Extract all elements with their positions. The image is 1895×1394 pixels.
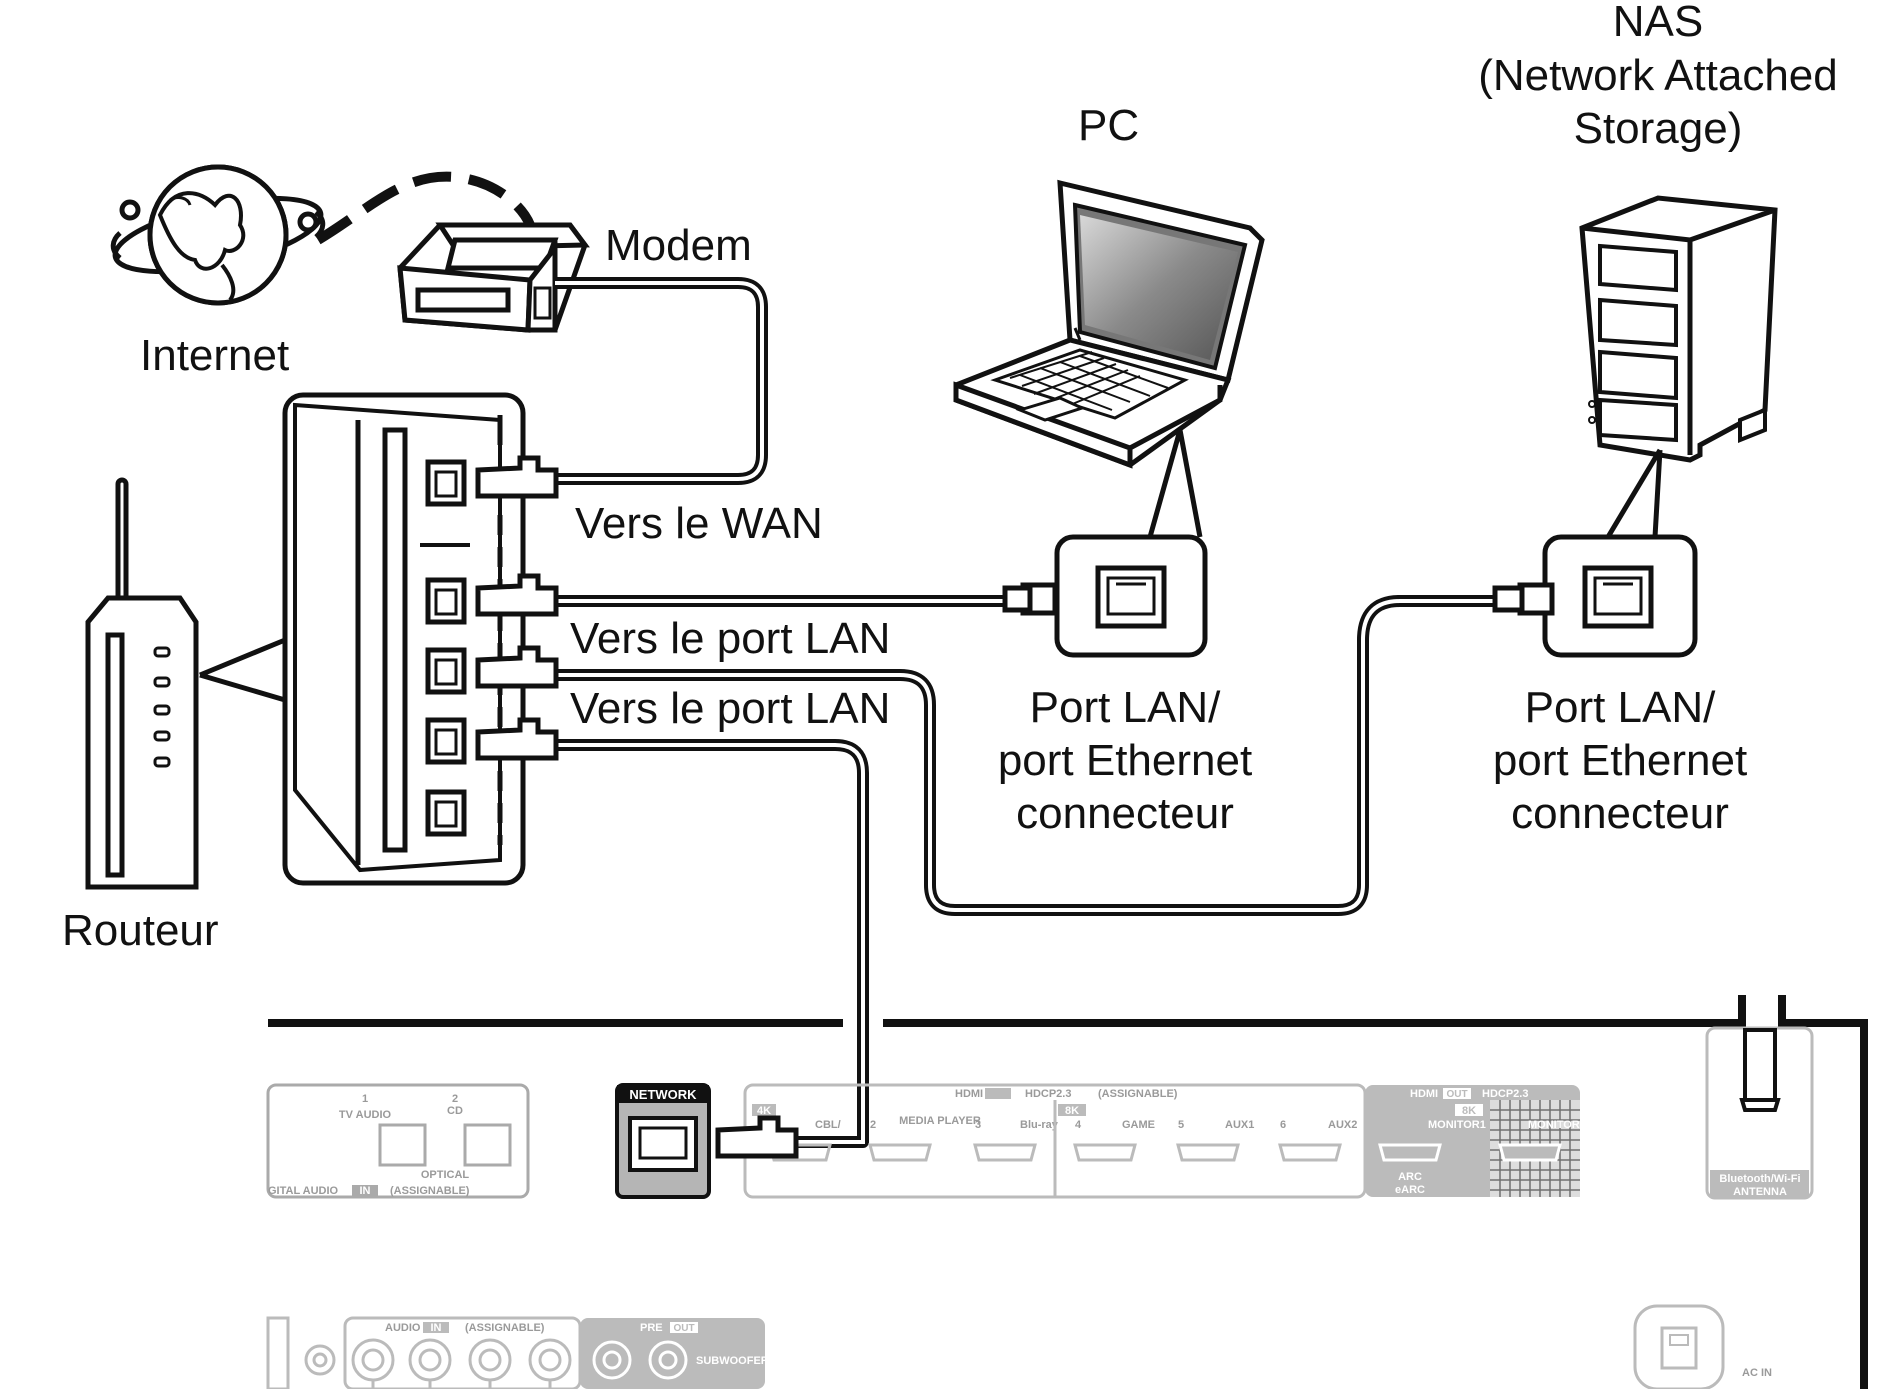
router-ports	[425, 459, 467, 837]
svg-text:OPTICAL: OPTICAL	[421, 1169, 470, 1181]
nas-label-2: (Network Attached	[1478, 51, 1838, 100]
svg-text:8K: 8K	[1065, 1105, 1079, 1117]
internet-globe-icon	[110, 164, 326, 306]
svg-text:HDMI: HDMI	[955, 1088, 983, 1100]
lan2-label: Vers le port LAN	[570, 684, 890, 733]
svg-text:eARC: eARC	[1395, 1184, 1425, 1196]
svg-text:(ASSIGNABLE): (ASSIGNABLE)	[390, 1185, 470, 1197]
svg-text:ARC: ARC	[1398, 1171, 1422, 1183]
svg-text:MONITOR2: MONITOR2	[1528, 1119, 1586, 1131]
nas-port-label-2: port Ethernet	[1493, 736, 1747, 785]
svg-text:2: 2	[870, 1119, 876, 1131]
receiver-network-plug	[715, 1115, 799, 1159]
router-label: Routeur	[62, 906, 219, 955]
svg-text:2: 2	[452, 1093, 458, 1105]
nas-lan-port-callout	[1492, 448, 1698, 658]
svg-text:1: 1	[362, 1093, 368, 1105]
svg-text:4: 4	[1075, 1119, 1082, 1131]
pc-port-label-3: connecteur	[1016, 789, 1234, 838]
pc-port-label-2: port Ethernet	[998, 736, 1252, 785]
svg-text:PRE: PRE	[640, 1322, 663, 1334]
svg-text:ANTENNA: ANTENNA	[1733, 1186, 1787, 1198]
svg-text:IN: IN	[360, 1185, 371, 1197]
router-icon	[85, 477, 199, 890]
svg-text:MEDIA PLAYER: MEDIA PLAYER	[899, 1115, 981, 1127]
svg-text:6: 6	[1280, 1119, 1286, 1131]
svg-text:GITAL AUDIO: GITAL AUDIO	[268, 1185, 339, 1197]
pc-port-label-1: Port LAN/	[1030, 683, 1222, 732]
laptop-icon	[953, 179, 1265, 469]
wan-label: Vers le WAN	[575, 499, 823, 548]
svg-text:OUT: OUT	[1446, 1089, 1467, 1100]
svg-text:Blu-ray: Blu-ray	[1020, 1119, 1059, 1131]
nas-port-label-3: connecteur	[1511, 789, 1729, 838]
svg-text:AUDIO: AUDIO	[385, 1322, 421, 1334]
lan1-label: Vers le port LAN	[570, 614, 890, 663]
modem-icon	[397, 222, 590, 333]
svg-text:AUX1: AUX1	[1225, 1119, 1254, 1131]
nas-port-label-1: Port LAN/	[1525, 683, 1717, 732]
svg-text:Bluetooth/Wi-Fi: Bluetooth/Wi-Fi	[1719, 1173, 1800, 1185]
svg-text:IN: IN	[431, 1322, 442, 1334]
svg-text:CBL/: CBL/	[815, 1119, 841, 1131]
svg-text:CD: CD	[447, 1105, 463, 1117]
router-plugs	[475, 455, 559, 761]
pc-label: PC	[1078, 101, 1139, 150]
pc-lan-port-callout	[1002, 429, 1208, 658]
internet-label: Internet	[140, 331, 289, 380]
internet-link-dashed	[315, 171, 535, 245]
svg-text:8K: 8K	[1462, 1105, 1476, 1117]
svg-text:OUT: OUT	[673, 1323, 694, 1334]
svg-text:AC IN: AC IN	[1742, 1367, 1772, 1379]
svg-text:3: 3	[975, 1119, 981, 1131]
modem-label: Modem	[605, 221, 752, 270]
svg-text:AUX2: AUX2	[1328, 1119, 1357, 1131]
svg-text:TV AUDIO: TV AUDIO	[339, 1109, 392, 1121]
nas-label-1: NAS	[1613, 0, 1703, 46]
svg-text:HDCP2.3: HDCP2.3	[1482, 1088, 1528, 1100]
svg-text:(ASSIGNABLE): (ASSIGNABLE)	[465, 1322, 545, 1334]
svg-text:5: 5	[1178, 1119, 1184, 1131]
network-port-label: NETWORK	[629, 1087, 697, 1102]
svg-text:MONITOR1: MONITOR1	[1428, 1119, 1486, 1131]
svg-text:HDMI: HDMI	[1410, 1088, 1438, 1100]
svg-text:4K: 4K	[757, 1105, 771, 1117]
receiver-panel: 1 TV AUDIO 2 CD OPTICAL GITAL AUDIO IN (…	[266, 995, 1868, 1391]
svg-text:SUBWOOFER 1: SUBWOOFER 1	[696, 1355, 778, 1367]
nas-icon	[1579, 195, 1778, 463]
nas-label-3: Storage)	[1574, 104, 1743, 153]
svg-text:(ASSIGNABLE): (ASSIGNABLE)	[1098, 1088, 1178, 1100]
svg-text:GAME: GAME	[1122, 1119, 1155, 1131]
svg-text:HDCP2.3: HDCP2.3	[1025, 1088, 1071, 1100]
